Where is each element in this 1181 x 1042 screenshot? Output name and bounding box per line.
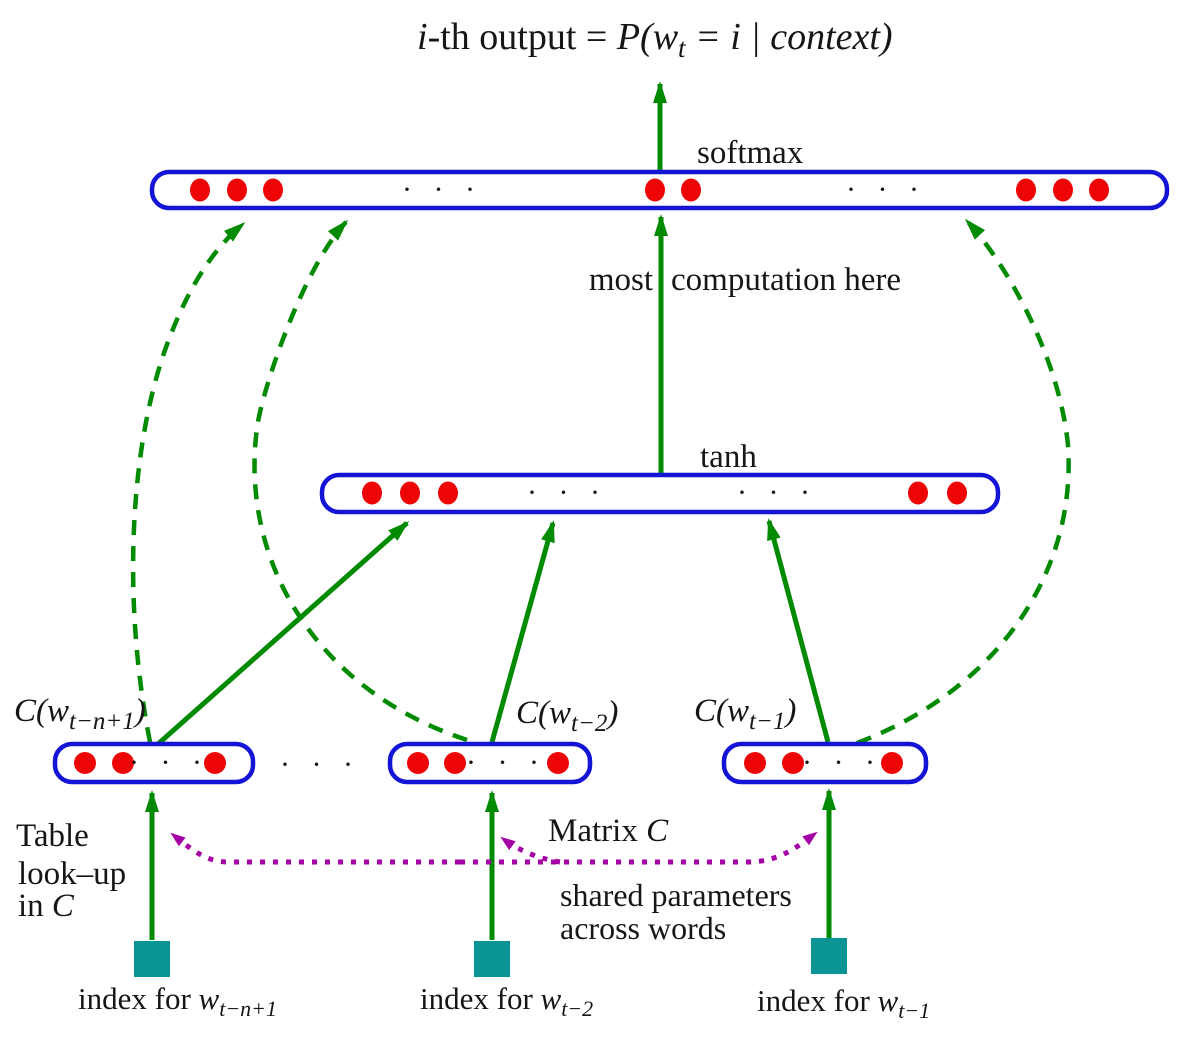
emb3-ellipsis: · · · [802,746,882,779]
output-ellipsis-right: · · · [846,173,926,206]
across-words-label: across words [560,910,726,946]
hidden-layer-box [319,472,1001,515]
embedding-label-3: C(wt−1) [694,693,796,735]
arrow-emb2-to-hidden [489,520,556,743]
arrow-emb3-to-hidden [766,518,831,743]
matrix-c-note: Matrix C shared parameters across words [548,813,792,946]
between-emb-ellipsis: · · · [280,748,360,781]
embedding-neurons: · · · · · · · · · · · · [74,746,903,781]
hidden-ellipsis-right: · · · [737,476,817,509]
table-lookup-line2: look–up [18,856,126,892]
emb1-ellipsis: · · · [129,746,209,779]
embedding-box-3 [721,741,929,785]
table-lookup-note: Table look–up in C [16,818,126,924]
table-lookup-line3: in C [18,888,75,924]
embedding-box-1 [52,741,256,785]
output-layer-neurons: · · · · · · [190,173,1109,206]
shared-params-arrow-right [460,831,818,865]
most-computation-label-left: most [589,262,653,298]
word-index-square-1 [134,941,170,977]
dashed-arrow-emb1-to-output [130,222,246,743]
arrow-emb1-to-hidden [156,521,410,746]
output-ellipsis-left: · · · [402,173,482,206]
table-lookup-line1: Table [16,818,89,854]
shared-params-arrow-left [170,832,460,865]
embedding-box-2 [387,741,593,785]
dashed-arrow-emb3-to-output [856,218,1071,746]
tanh-label: tanh [700,439,757,475]
word-index-square-2 [474,941,510,977]
emb2-ellipsis: · · · [466,746,546,779]
most-computation-label-right: computation here [671,262,901,298]
embedding-label-2: C(wt−2) [516,695,618,737]
index-label-1: index for wt−n+1 [78,981,277,1021]
hidden-ellipsis-left: · · · [527,476,607,509]
dashed-arrow-emb2-to-output [252,219,468,743]
matrix-c-label: Matrix C [548,813,669,849]
embedding-label-1: C(wt−n+1) [14,693,146,735]
shared-parameters-label: shared parameters [560,877,792,913]
index-label-3: index for wt−1 [757,983,930,1023]
word-index-square-3 [811,938,847,974]
index-label-2: index for wt−2 [420,981,593,1021]
hidden-layer-neurons: · · · · · · [362,476,967,509]
softmax-label: softmax [697,135,804,171]
probability-formula: i-th output = P(wt = i | context) [417,16,893,63]
